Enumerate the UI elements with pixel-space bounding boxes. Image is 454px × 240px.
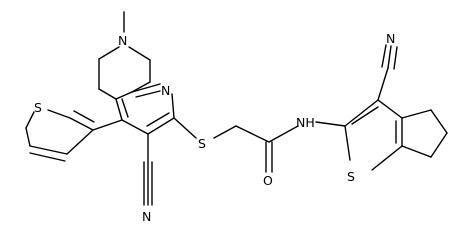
bond xyxy=(315,121,346,127)
bond xyxy=(377,67,389,101)
bond xyxy=(131,83,161,93)
atom-label-s-thiophene: S xyxy=(34,100,42,115)
bond xyxy=(173,117,197,139)
bond xyxy=(98,88,117,100)
bond xyxy=(393,46,398,70)
atom-label-n-nitrile-1: N xyxy=(142,209,151,224)
bond xyxy=(381,44,387,68)
bond xyxy=(401,109,432,119)
bond xyxy=(92,119,123,131)
bond xyxy=(268,125,299,143)
bond xyxy=(387,45,392,69)
bond xyxy=(344,125,351,161)
bond xyxy=(171,93,175,119)
bond xyxy=(115,98,123,121)
bond xyxy=(25,111,35,129)
atom-label-n-nitrile-2: N xyxy=(386,31,395,46)
atom-labels: N N S S NH O N S N xyxy=(34,31,395,224)
bond xyxy=(69,117,94,131)
bond xyxy=(66,129,94,155)
bond xyxy=(73,110,95,123)
bond xyxy=(235,125,270,143)
bond xyxy=(47,109,71,119)
bond xyxy=(430,132,448,158)
bond xyxy=(29,152,66,162)
bond xyxy=(29,145,68,155)
atom-label-n-pyridine: N xyxy=(161,83,170,98)
bonds xyxy=(25,11,448,206)
bond xyxy=(128,46,151,61)
bond xyxy=(135,90,161,98)
bond xyxy=(351,106,379,125)
structure-canvas: N N S S NH O N S N xyxy=(25,11,448,224)
atom-label-n-methyl: N xyxy=(118,33,127,48)
bond xyxy=(213,125,237,139)
bond xyxy=(430,109,448,134)
bond xyxy=(146,112,170,127)
atom-label-s-linker: S xyxy=(198,136,206,151)
bond xyxy=(147,117,175,135)
atom-label-o: O xyxy=(263,173,273,188)
bond xyxy=(121,119,149,135)
bond xyxy=(371,145,403,171)
bond xyxy=(344,99,379,127)
bond xyxy=(401,145,432,158)
bond xyxy=(115,91,133,100)
bond xyxy=(25,127,31,147)
bond xyxy=(131,81,151,93)
bond xyxy=(377,99,403,119)
molecule-structure: N N S S NH O N S N xyxy=(25,11,448,224)
atom-label-s-fused-thiophene: S xyxy=(347,169,355,184)
bond xyxy=(98,46,120,60)
bond xyxy=(121,98,129,118)
atom-label-nh: NH xyxy=(296,115,315,130)
